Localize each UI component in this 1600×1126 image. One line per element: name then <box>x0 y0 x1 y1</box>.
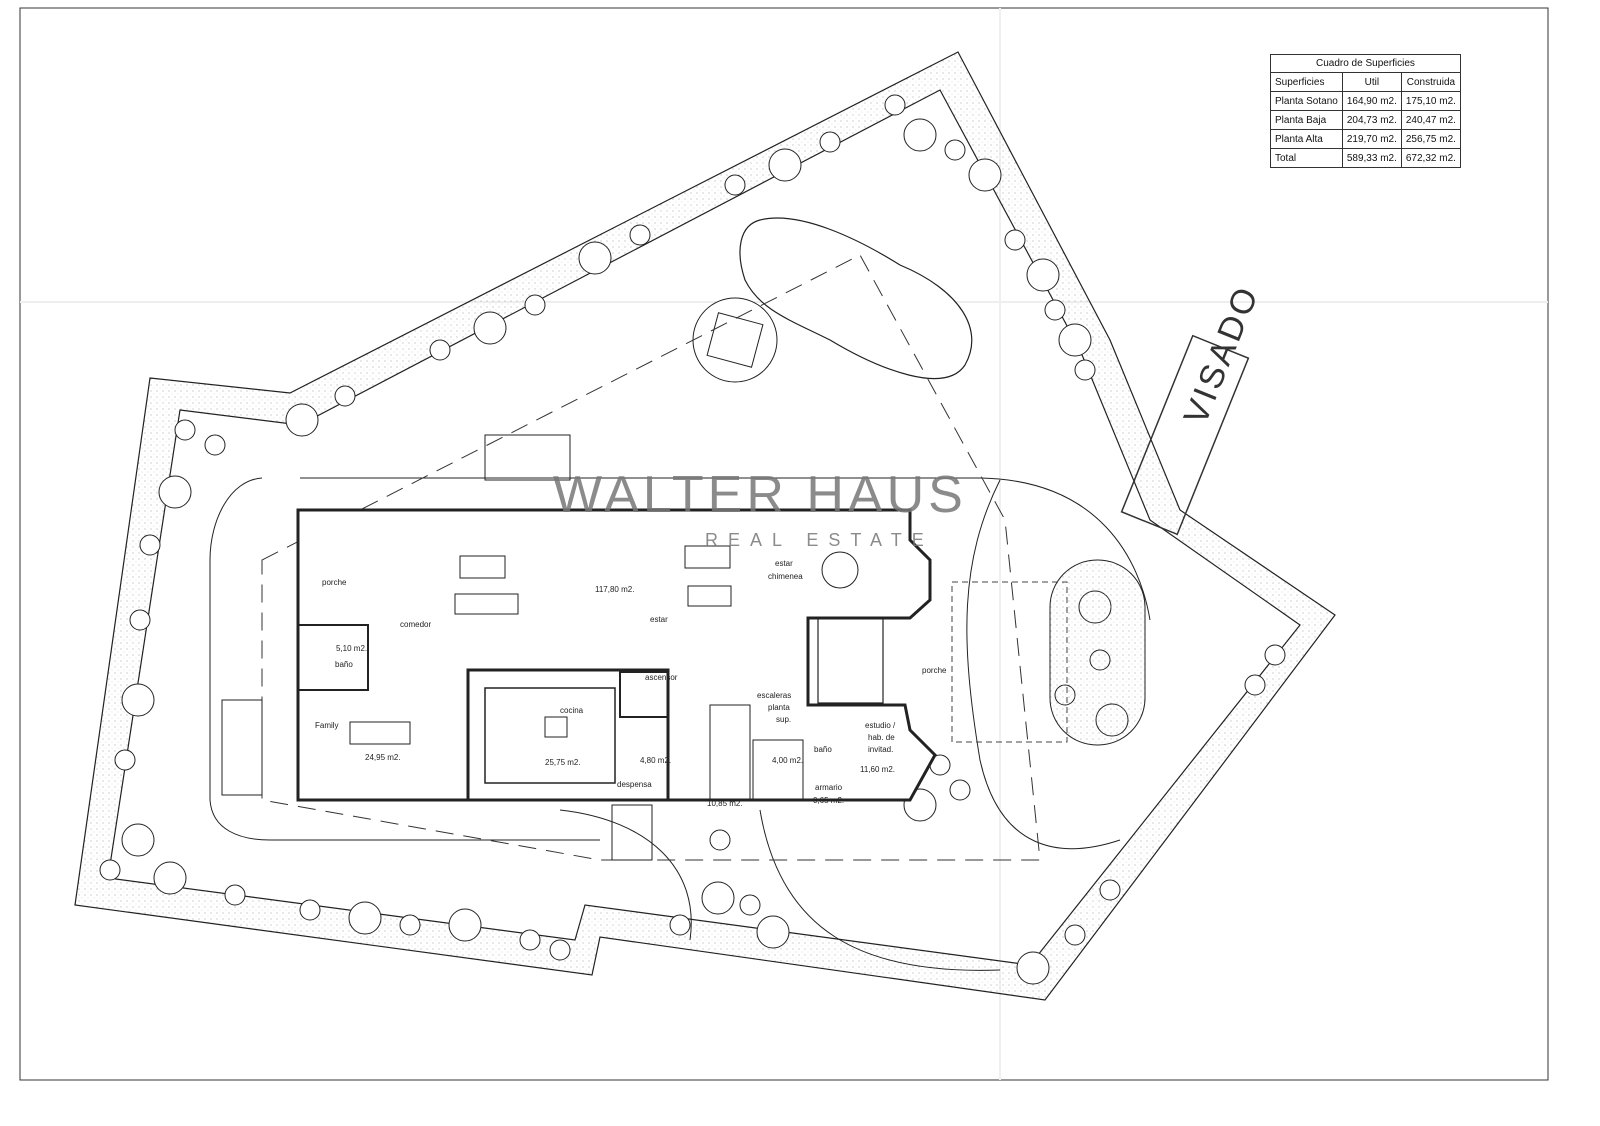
table-cell: 204,73 m2. <box>1341 110 1402 130</box>
table-row: Total 589,33 m2. 672,32 m2. <box>1270 148 1461 168</box>
garden-belt <box>74 51 1336 1001</box>
jacuzzi <box>692 297 778 383</box>
room-labels: porche comedor baño 5,10 m2. Family 24,9… <box>315 559 947 808</box>
label-despensa-area: 4,80 m2. <box>640 756 671 765</box>
label-estar-chimenea-2: chimenea <box>768 572 803 581</box>
table-cell: 256,75 m2. <box>1400 129 1461 149</box>
table-cell: Planta Sotano <box>1270 91 1343 111</box>
label-bano-2: baño <box>814 745 832 754</box>
watermark-sub: REAL ESTATE <box>705 530 934 550</box>
table-cell: 589,33 m2. <box>1341 148 1402 168</box>
label-estudio-3: invitad. <box>868 745 893 754</box>
driveway-arc <box>559 809 1001 971</box>
label-family: Family <box>315 721 339 730</box>
table-cell: 164,90 m2. <box>1341 91 1402 111</box>
label-estar: estar <box>650 615 668 624</box>
pool <box>739 217 973 380</box>
label-bano-1-area: 5,10 m2. <box>336 644 367 653</box>
header-cell: Util <box>1341 72 1402 92</box>
driveway <box>209 477 1151 850</box>
label-family-area: 24,95 m2. <box>365 753 401 762</box>
table-cell: Planta Alta <box>1270 129 1343 149</box>
label-porche-west: porche <box>322 578 347 587</box>
label-escaleras-2: planta <box>768 703 790 712</box>
table-cell: 219,70 m2. <box>1341 129 1402 149</box>
label-escaleras-1: escaleras <box>757 691 791 700</box>
label-estudio-area: 11,60 m2. <box>860 765 895 774</box>
header-cell: Construida <box>1400 72 1461 92</box>
table-cell: Total <box>1270 148 1343 168</box>
table-row: Planta Alta 219,70 m2. 256,75 m2. <box>1270 129 1461 149</box>
house <box>221 434 937 861</box>
table-header-row: Superficies Util Construida <box>1270 72 1461 92</box>
label-armario: armario <box>815 783 843 792</box>
label-bano-2-area: 4,00 m2. <box>772 756 803 765</box>
label-ascensor: ascensor <box>645 673 678 682</box>
label-estar-chimenea-1: estar <box>775 559 793 568</box>
label-bano-1: baño <box>335 660 353 669</box>
label-estudio-1: estudio / <box>865 721 896 730</box>
table-cell: Planta Baja <box>1270 110 1343 130</box>
surface-table-title: Cuadro de Superficies <box>1270 54 1461 72</box>
table-row: Planta Baja 204,73 m2. 240,47 m2. <box>1270 110 1461 130</box>
label-despensa: despensa <box>617 780 652 789</box>
label-comedor: comedor <box>400 620 431 629</box>
sheet-border <box>19 7 1549 1081</box>
label-cocina-area: 25,75 m2. <box>545 758 581 767</box>
planter-island <box>1049 559 1146 746</box>
watermark-brand: WALTER HAUS <box>553 466 967 524</box>
label-armario-area: 0,65 m2. <box>813 796 844 805</box>
table-cell: 240,47 m2. <box>1400 110 1461 130</box>
surface-table: Cuadro de Superficies Superficies Util C… <box>1270 54 1461 168</box>
label-porche-east: porche <box>922 666 947 675</box>
pergola <box>951 581 1068 743</box>
label-cocina: cocina <box>560 706 584 715</box>
table-cell: 175,10 m2. <box>1400 91 1461 111</box>
header-cell: Superficies <box>1270 72 1343 92</box>
jacuzzi-basin <box>706 312 764 368</box>
label-estar-area: 117,80 m2. <box>595 585 634 594</box>
table-row: Planta Sotano 164,90 m2. 175,10 m2. <box>1270 91 1461 111</box>
label-escaleras-3: sup. <box>776 715 791 724</box>
table-cell: 672,32 m2. <box>1400 148 1461 168</box>
label-stair-area: 10,85 m2. <box>707 799 743 808</box>
label-estudio-2: hab. de <box>868 733 895 742</box>
